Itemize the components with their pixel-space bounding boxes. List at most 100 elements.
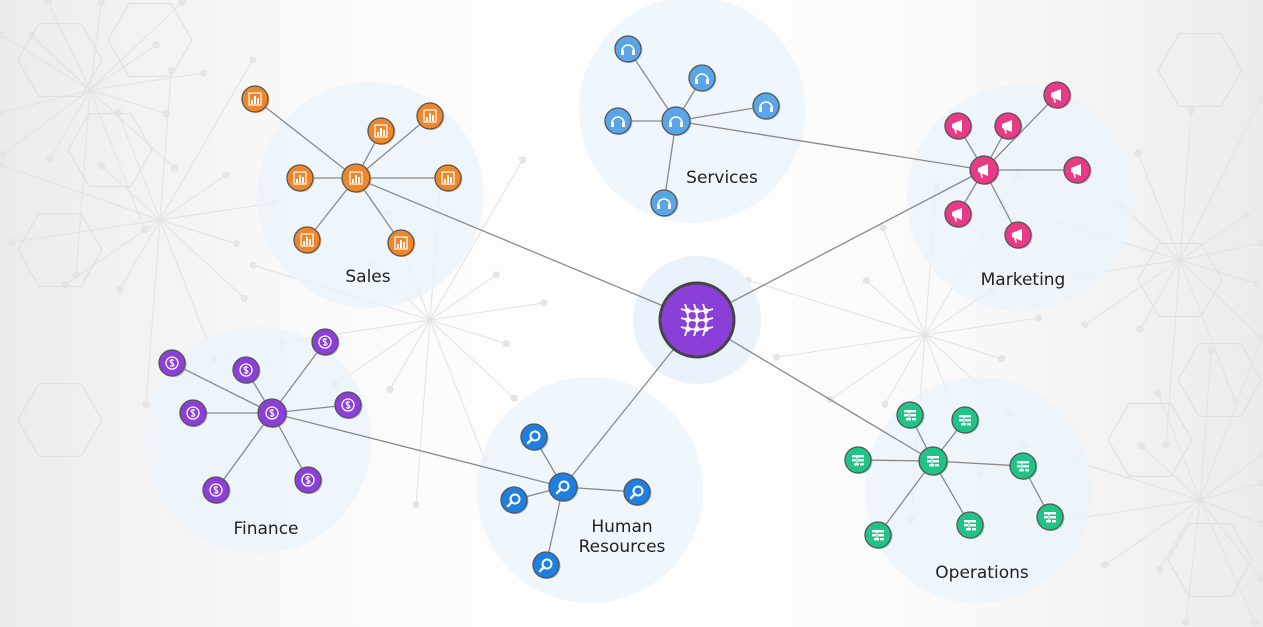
finance-edge [171, 362, 273, 414]
megaphone-icon [1071, 164, 1081, 178]
megaphone-icon [1051, 89, 1061, 103]
operations-node[interactable] [1036, 503, 1065, 531]
human-resources-label: Resources [579, 537, 666, 557]
search-person-icon [555, 480, 570, 495]
org-chart-icon [904, 410, 916, 421]
marketing-hub-node[interactable] [969, 155, 1000, 185]
operations-node[interactable] [864, 521, 893, 549]
dollar-icon [265, 406, 279, 420]
link-edge [355, 177, 698, 321]
finance-node[interactable] [158, 349, 187, 377]
headset-icon [669, 116, 683, 127]
dollar-icon [301, 473, 315, 487]
sales-edge [254, 98, 357, 179]
operations-label: Operations [935, 563, 1029, 583]
org-chart-icon [959, 415, 971, 426]
center-node[interactable] [658, 281, 736, 359]
sales-node[interactable] [434, 164, 463, 192]
operations-node[interactable] [951, 406, 980, 434]
sales-node[interactable] [367, 117, 396, 145]
finance-edge [215, 412, 273, 491]
finance-node[interactable] [294, 466, 323, 494]
services-node[interactable] [688, 64, 717, 92]
headset-icon [611, 116, 625, 127]
sales-label: Sales [345, 267, 390, 287]
marketing-cluster-halo [907, 85, 1133, 311]
bar-chart-icon [441, 171, 455, 185]
operations-node[interactable] [956, 511, 985, 539]
bar-chart-icon [248, 92, 262, 106]
services-node[interactable] [604, 107, 633, 135]
dollar-icon [318, 335, 332, 349]
sales-node[interactable] [286, 164, 315, 192]
dollar-icon [186, 406, 200, 420]
services-label: Services [686, 168, 758, 188]
sales-node[interactable] [387, 229, 416, 257]
search-person-icon [506, 493, 521, 508]
marketing-node[interactable] [994, 112, 1023, 140]
link-edge [696, 169, 985, 321]
finance-cluster-halo [145, 327, 371, 553]
services-node[interactable] [752, 92, 781, 120]
services-hub-node[interactable] [661, 106, 692, 136]
finance-label: Finance [233, 519, 298, 539]
operations-node[interactable] [844, 446, 873, 474]
dollar-icon [239, 363, 253, 377]
marketing-node[interactable] [1004, 221, 1033, 249]
org-chart-icon [872, 530, 884, 541]
human-resources-node[interactable] [623, 478, 652, 506]
sales-node[interactable] [241, 85, 270, 113]
operations-node[interactable] [1009, 452, 1038, 480]
mesh-network-icon [680, 303, 714, 337]
bar-chart-icon [423, 109, 437, 123]
link-edge [271, 412, 564, 488]
headset-icon [657, 198, 671, 209]
sales-edge [355, 115, 431, 179]
human-resources-node[interactable] [520, 423, 549, 451]
search-person-icon [629, 485, 644, 500]
sales-node[interactable] [416, 102, 445, 130]
megaphone-icon [978, 164, 988, 178]
org-chart-icon [1017, 461, 1029, 472]
megaphone-icon [1002, 120, 1012, 134]
bar-chart-icon [349, 171, 363, 185]
link-edge [696, 319, 934, 462]
human-resources-node[interactable] [500, 486, 529, 514]
human-resources-hub-node[interactable] [548, 472, 579, 502]
bar-chart-icon [293, 171, 307, 185]
finance-hub-node[interactable] [257, 398, 288, 428]
org-chart-icon [964, 520, 976, 531]
finance-node[interactable] [202, 476, 231, 504]
marketing-node[interactable] [1043, 81, 1072, 109]
finance-node[interactable] [334, 391, 363, 419]
megaphone-icon [1012, 229, 1022, 243]
sales-hub-node[interactable] [341, 163, 372, 193]
marketing-label: Marketing [981, 270, 1066, 290]
sales-node[interactable] [293, 226, 322, 254]
dollar-icon [209, 483, 223, 497]
human-resources-node[interactable] [532, 551, 561, 579]
operations-hub-node[interactable] [918, 446, 949, 476]
headset-icon [621, 44, 635, 55]
bar-chart-icon [374, 124, 388, 138]
services-node[interactable] [650, 189, 679, 217]
operations-node[interactable] [896, 401, 925, 429]
finance-node[interactable] [311, 328, 340, 356]
finance-node[interactable] [179, 399, 208, 427]
services-node[interactable] [614, 35, 643, 63]
megaphone-icon [952, 208, 962, 222]
headset-icon [759, 101, 773, 112]
megaphone-icon [952, 120, 962, 134]
human-resources-label: Human [591, 517, 652, 537]
marketing-node[interactable] [944, 112, 973, 140]
dollar-icon [165, 356, 179, 370]
org-chart-icon [927, 456, 939, 467]
finance-node[interactable] [232, 356, 261, 384]
marketing-node[interactable] [944, 200, 973, 228]
dollar-icon [341, 398, 355, 412]
search-person-icon [538, 558, 553, 573]
link-edge [675, 120, 985, 171]
marketing-node[interactable] [1063, 156, 1092, 184]
